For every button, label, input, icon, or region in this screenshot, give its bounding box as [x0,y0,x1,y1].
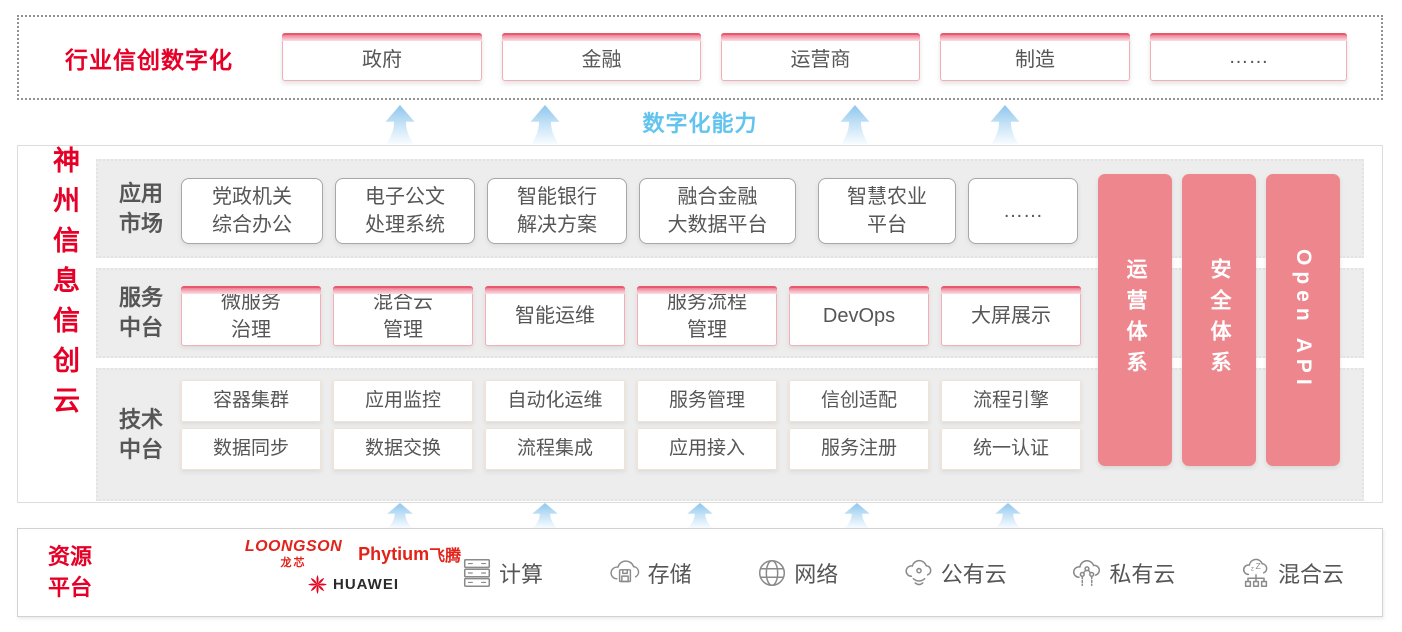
resource-item-label: 网络 [794,561,839,587]
application-market-row: 应用 市场 党政机关 综合办公 电子公文 处理系统 智能银行 解决方案 融合金融… [96,159,1364,258]
huawei-flower-icon [308,575,327,594]
up-arrow-icon [687,503,713,528]
resource-item-label: 私有云 [1109,561,1176,587]
vendor-logos: LOONGSON 龙芯 Phytium 飞腾 [203,538,503,595]
industry-box-operator: 运营商 [721,33,920,81]
vendor-logos-row1: LOONGSON 龙芯 Phytium 飞腾 [245,538,461,570]
resource-item-hybrid-cloud: z Z 混合云 [1239,556,1344,590]
svg-text:z: z [1251,565,1254,572]
resource-item-compute: 计算 [460,556,543,590]
up-arrow-icon [387,503,413,528]
tech-box-unified-auth: 统一认证 [941,428,1081,470]
up-arrow-icon [530,105,560,144]
tech-box-process-engine: 流程引擎 [941,380,1081,422]
industry-list: 政府 金融 运营商 制造 …… [282,33,1347,81]
up-arrow-icon [995,503,1021,528]
up-arrow-icon [840,105,870,144]
huawei-logo: HUAWEI [307,574,399,595]
huawei-wordmark: HUAWEI [333,576,399,593]
app-box-smart-banking: 智能银行 解决方案 [487,178,627,244]
tech-box-app-monitoring: 应用监控 [333,380,473,422]
technology-platform-row: 技术 中台 容器集群 应用监控 自动化运维 服务管理 信创适配 流程引擎 数据同… [96,368,1364,501]
loongson-logo: LOONGSON 龙芯 [245,538,342,570]
capability-label: 数字化能力 [642,111,758,136]
cloud-platform-panel: 神州信息信创云 应用 市场 党政机关 综合办公 电子公文 处理系统 智能银行 解… [17,145,1383,503]
private-cloud-icon [1073,559,1101,586]
app-box-more: …… [968,178,1078,244]
industry-box-finance: 金融 [502,33,701,81]
service-box-list: 微服务 治理 混合云 管理 智能运维 服务流程 管理 DevOps 大屏展示 [181,286,1081,346]
loongson-wordmark: LOONGSON [244,538,343,555]
service-box-microservice: 微服务 治理 [181,286,321,346]
compute-icon [463,558,491,587]
service-box-hybrid-cloud-mgmt: 混合云 管理 [333,286,473,346]
network-icon [759,559,786,586]
tech-box-process-integration: 流程集成 [485,428,625,470]
service-box-big-screen: 大屏展示 [941,286,1081,346]
app-box-smart-agriculture: 智慧农业 平台 [818,178,956,244]
industry-digitalization-band: 行业信创数字化 政府 金融 运营商 制造 …… [17,15,1383,100]
svg-text:Z: Z [1255,560,1260,570]
resource-item-public-cloud: 公有云 [902,556,1007,590]
app-box-edoc-system: 电子公文 处理系统 [335,178,475,244]
service-box-devops: DevOps [789,286,929,346]
up-arrow-icon [385,105,415,144]
tech-box-container-cluster: 容器集群 [181,380,321,422]
loongson-chinese-label: 龙芯 [280,557,307,569]
tech-box-app-access: 应用接入 [637,428,777,470]
resource-item-list: 计算 存储 [460,529,1344,616]
resource-item-private-cloud: 私有云 [1070,556,1175,590]
pillar-operation-system: 运营体系 [1098,174,1172,466]
pillar-security-system: 安全体系 [1182,174,1256,466]
tech-box-data-sync: 数据同步 [181,428,321,470]
industry-box-government: 政府 [282,33,482,81]
tech-box-service-mgmt: 服务管理 [637,380,777,422]
public-cloud-icon [905,559,932,585]
pillar-open-api: Open API [1266,174,1340,466]
up-arrow-icon [844,503,870,528]
service-platform-row: 服务 中台 微服务 治理 混合云 管理 智能运维 服务流程 管理 DevOps … [96,268,1364,358]
phytium-wordmark: Phytium [358,543,430,564]
resource-item-label: 计算 [499,561,544,587]
service-box-service-flow: 服务流程 管理 [637,286,777,346]
technology-grid-top: 容器集群 应用监控 自动化运维 服务管理 信创适配 流程引擎 [181,380,1081,422]
tech-box-xinchuang-adapt: 信创适配 [789,380,929,422]
tech-box-data-exchange: 数据交换 [333,428,473,470]
technology-grid-bottom: 数据同步 数据交换 流程集成 应用接入 服务注册 统一认证 [181,428,1081,470]
industry-box-manufacturing: 制造 [940,33,1130,81]
tech-box-auto-ops: 自动化运维 [485,380,625,422]
tech-box-service-registry: 服务注册 [789,428,929,470]
resource-item-storage: 存储 [607,556,692,589]
row-label-application-market: 应用 市场 [118,180,163,236]
hybrid-cloud-icon: z Z [1242,558,1268,587]
resource-platform-band: 资源 平台 LOONGSON 龙芯 Phytium 飞腾 [17,528,1383,617]
app-box-finance-bigdata: 融合金融 大数据平台 [639,178,796,244]
app-box-party-gov-office: 党政机关 综合办公 [181,178,323,244]
technology-box-grid: 容器集群 应用监控 自动化运维 服务管理 信创适配 流程引擎 数据同步 数据交换… [181,380,1081,470]
industry-box-more: …… [1150,33,1347,81]
up-arrow-icon [532,503,558,528]
resource-item-label: 公有云 [940,561,1007,587]
storage-icon [610,560,639,583]
phytium-logo: Phytium 飞腾 [358,542,461,566]
phytium-chinese-label: 飞腾 [429,548,462,565]
up-arrow-icon [990,105,1020,144]
resource-item-label: 混合云 [1277,561,1344,587]
row-label-technology-platform: 技术 中台 [118,406,163,462]
row-label-service-platform: 服务 中台 [118,285,163,340]
resource-item-label: 存储 [647,561,692,587]
resource-band-title: 资源 平台 [48,543,93,600]
resource-item-network: 网络 [755,556,838,590]
service-box-intelligent-ops: 智能运维 [485,286,625,346]
application-box-list: 党政机关 综合办公 电子公文 处理系统 智能银行 解决方案 融合金融 大数据平台… [181,178,1078,244]
platform-title: 神州信息信创云 [49,146,79,426]
industry-band-title: 行业信创数字化 [65,46,233,73]
